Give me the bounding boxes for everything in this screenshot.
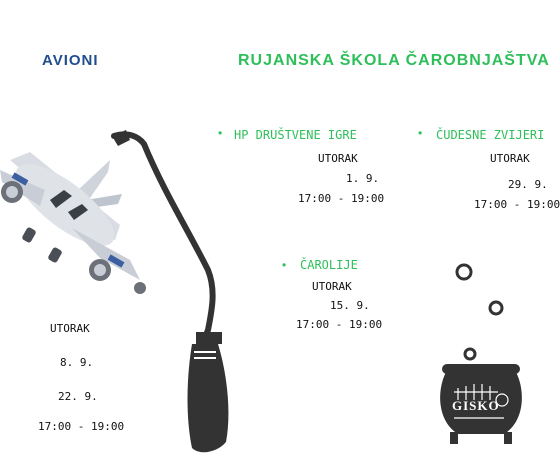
bubbles-icon [455, 263, 504, 361]
avioni-title: AVIONI [42, 52, 99, 69]
broom-icon [111, 130, 229, 453]
event-2-date: 15. 9. [330, 299, 370, 312]
event-1-date: 1. 9. [346, 172, 380, 185]
event-1-day: UTORAK [318, 152, 358, 165]
event-2-day: UTORAK [312, 280, 352, 293]
event-1-name: HP DRUŠTVENE IGRE [234, 128, 357, 142]
left-date-1: 8. 9. [60, 356, 94, 369]
bullet-icon: • [418, 126, 423, 140]
left-date-2: 22. 9. [58, 390, 98, 403]
event-3-time: 17:00 - 19:00 [474, 198, 560, 211]
left-time: 17:00 - 19:00 [38, 420, 125, 433]
bullet-icon: • [218, 126, 223, 140]
event-3-date: 29. 9. [508, 178, 548, 191]
event-2-time: 17:00 - 19:00 [296, 318, 383, 331]
event-3-day: UTORAK [490, 152, 530, 165]
event-2-name: ČAROLIJE [300, 258, 358, 272]
left-day: UTORAK [50, 322, 90, 335]
cauldron-icon [440, 364, 522, 444]
logo-text: GISKO [452, 398, 500, 413]
airplane-icon [0, 152, 146, 294]
event-1-time: 17:00 - 19:00 [298, 192, 385, 205]
bullet-icon: • [282, 258, 287, 272]
event-3-name: ČUDESNE ZVIJERI [436, 128, 545, 142]
page-title: RUJANSKA ŠKOLA ČAROBNJAŠTVA [238, 52, 550, 69]
